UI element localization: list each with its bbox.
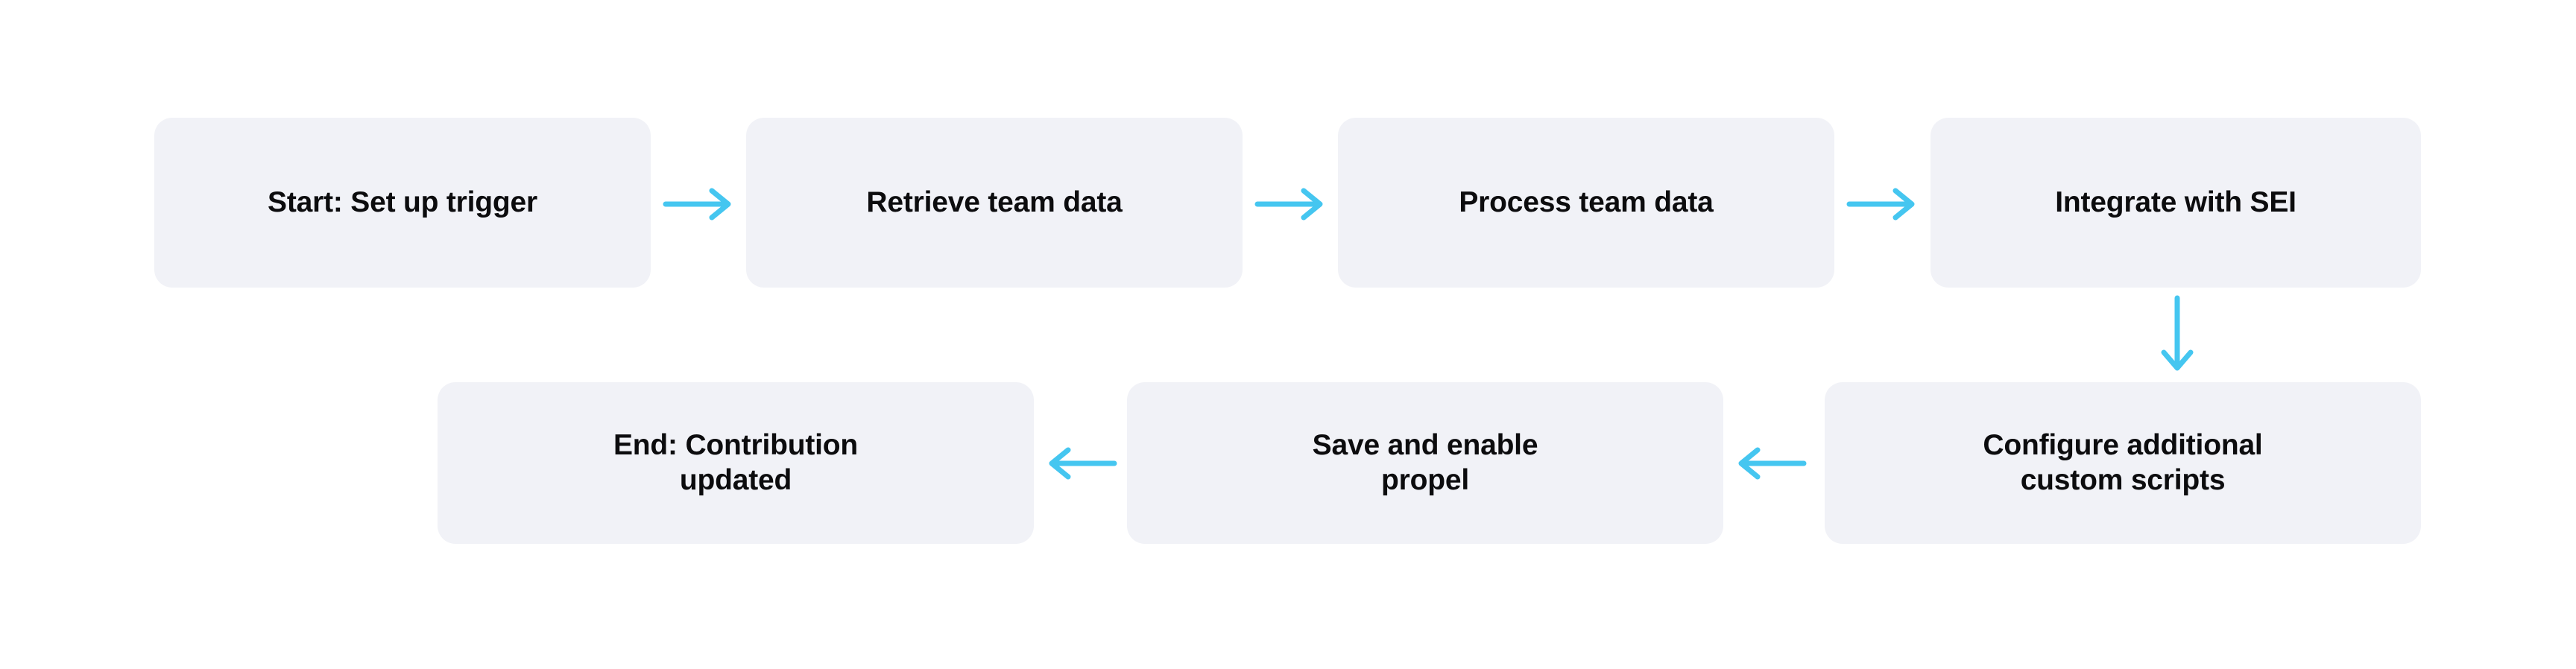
flow-node-integrate-with-sei[interactable]: Integrate with SEI: [1931, 118, 2421, 288]
flow-node-retrieve-team-data[interactable]: Retrieve team data: [746, 118, 1243, 288]
flow-node-save-and-enable-propel[interactable]: Save and enable propel: [1127, 382, 1723, 544]
arrow-right-icon: [1846, 188, 1915, 221]
flow-node-label: Integrate with SEI: [2055, 186, 2296, 218]
flow-node-label: Start: Set up trigger: [268, 186, 537, 218]
arrow-right-icon: [663, 188, 731, 221]
flow-edge-start-to-retrieve: [663, 183, 734, 226]
flow-node-label: Retrieve team data: [866, 186, 1123, 218]
flow-node-end-contribution-updated[interactable]: End: Contribution updated: [438, 382, 1034, 544]
arrow-right-icon: [1254, 188, 1323, 221]
flow-edge-process-to-integrate: [1846, 183, 1918, 226]
arrow-down-icon: [2161, 295, 2194, 371]
flow-node-label: Process team data: [1459, 186, 1714, 218]
flow-node-label: End: Contribution updated: [613, 429, 858, 496]
flow-node-label: Save and enable propel: [1312, 429, 1538, 496]
arrow-left-icon: [1738, 447, 1807, 480]
flow-node-start-set-up-trigger[interactable]: Start: Set up trigger: [154, 118, 651, 288]
flow-node-label: Configure additional custom scripts: [1983, 429, 2263, 496]
flow-edge-retrieve-to-process: [1254, 183, 1326, 226]
flow-edge-configure-to-save: [1735, 442, 1807, 485]
arrow-left-icon: [1049, 447, 1117, 480]
flow-edge-integrate-to-configure: [2156, 295, 2199, 375]
flow-node-configure-additional-custom-scripts[interactable]: Configure additional custom scripts: [1825, 382, 2421, 544]
flow-node-process-team-data[interactable]: Process team data: [1338, 118, 1834, 288]
flow-edge-save-to-end: [1046, 442, 1117, 485]
